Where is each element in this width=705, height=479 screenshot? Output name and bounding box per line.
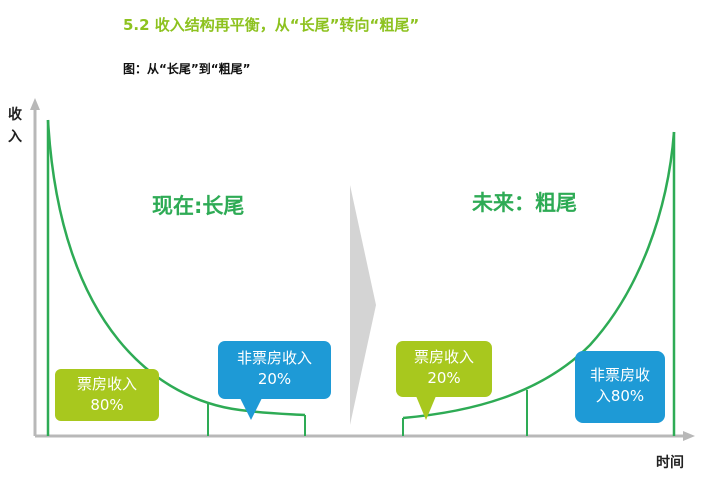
transition-arrow [350, 185, 376, 425]
fat-tail-curve [402, 131, 676, 420]
y-axis-arrow [30, 98, 40, 110]
left-box-office-text: 票房收入 80% [76, 375, 137, 414]
page-title: 5.2 收入结构再平衡，从“长尾”转向“粗尾” [123, 16, 420, 34]
left-non-box-office-pointer [240, 398, 262, 420]
right-non-box-office-text: 非票房收 入80% [589, 366, 650, 405]
figure-caption: 图：从“长尾”到“粗尾” [123, 62, 251, 76]
left-non-box-office-text: 非票房收入 20% [236, 349, 312, 388]
x-axis-label: 时间 [656, 455, 684, 471]
left-non-box-office-callout [218, 341, 331, 399]
long-tail-curve [46, 119, 306, 417]
right-non-box-office-callout [575, 351, 665, 423]
right-box-office-callout [396, 341, 492, 397]
left-box-office-callout [55, 369, 159, 421]
right-box-office-text: 票房收入 20% [413, 348, 474, 387]
y-axis-label: 收入 [8, 107, 22, 145]
future-fat-tail-label: 未来：粗尾 [472, 191, 577, 215]
current-long-tail-label: 现在:长尾 [152, 194, 245, 218]
right-box-office-pointer [416, 396, 436, 420]
x-axis-arrow [683, 431, 695, 441]
